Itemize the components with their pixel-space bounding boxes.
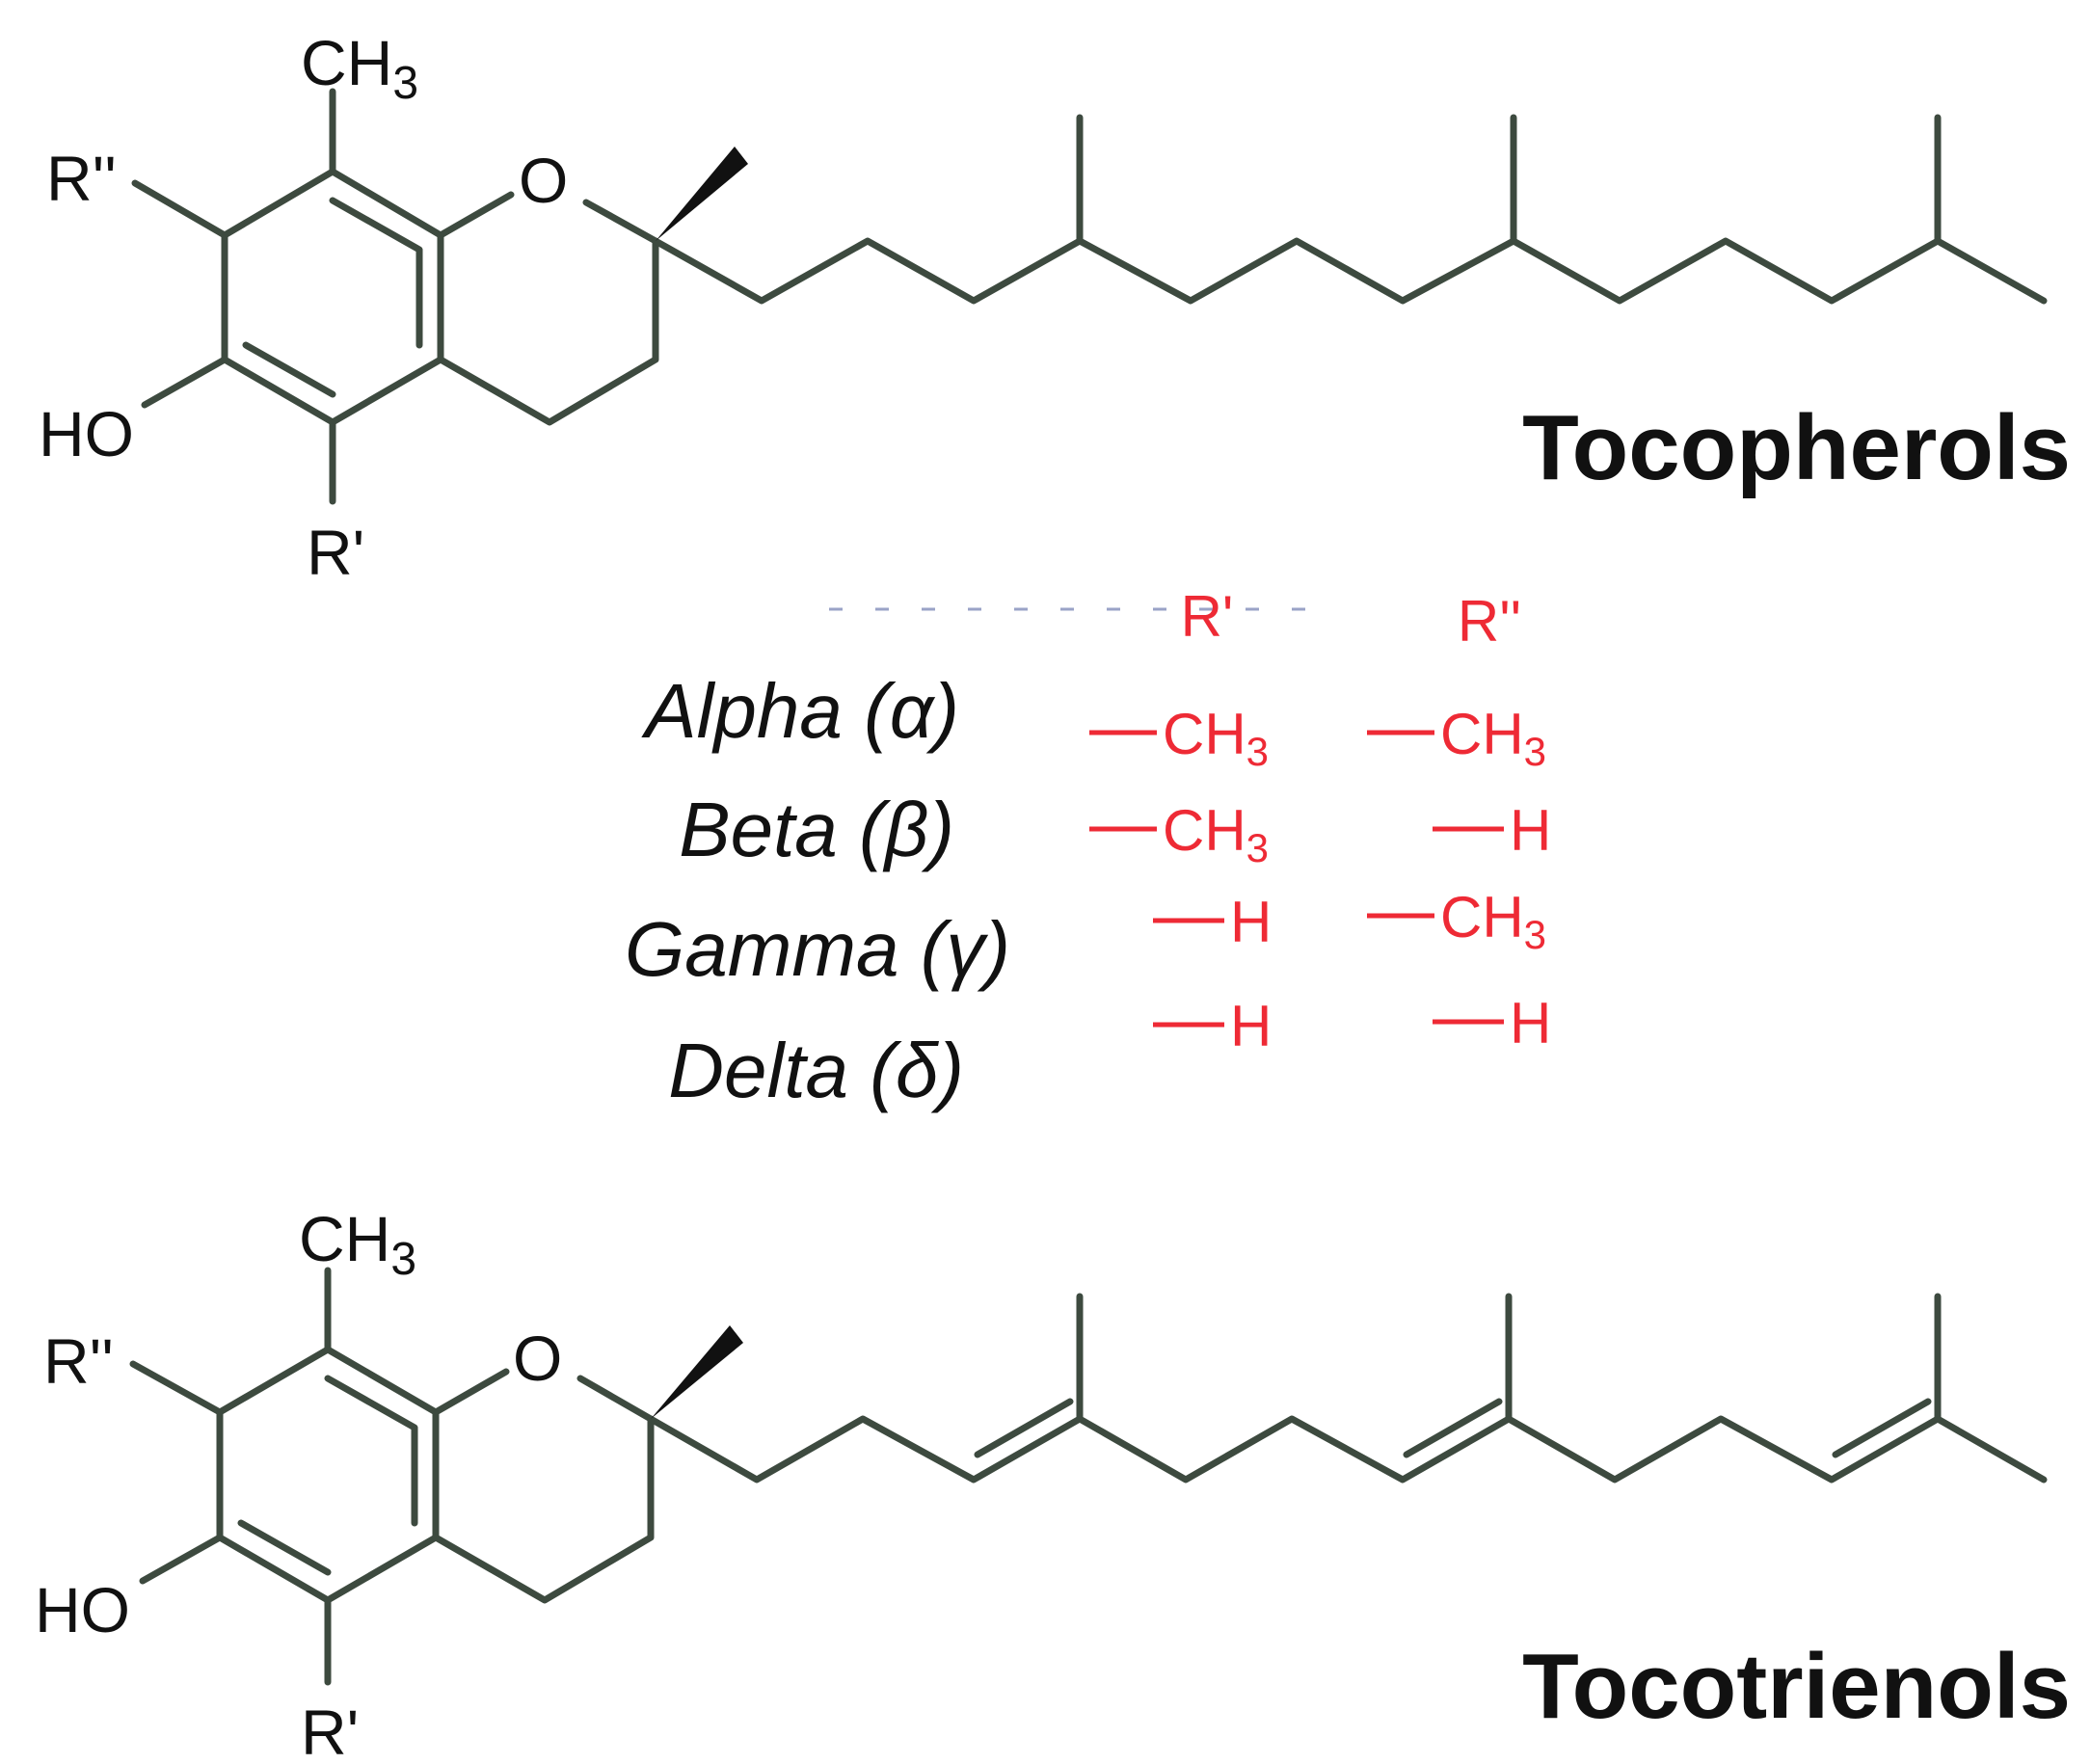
- svg-text:CH3: CH3: [1440, 702, 1546, 774]
- tocotrienol-structure: CH3 R'' O HO R' Tocotrienols: [35, 1203, 2071, 1764]
- gamma-r-prime: H: [1153, 890, 1272, 954]
- svg-text:CH3: CH3: [1440, 885, 1546, 957]
- beta-r-double-prime: H: [1433, 798, 1551, 863]
- delta-r-prime: H: [1153, 994, 1272, 1058]
- tocotrienol-hydroxyl-label: HO: [35, 1574, 130, 1645]
- form-delta: Delta (δ): [668, 1028, 964, 1113]
- form-beta: Beta (β): [679, 787, 954, 872]
- form-alpha: Alpha (α): [641, 668, 959, 754]
- tocotrienol-bonds: [129, 1267, 2048, 1686]
- tocopherol-r-prime-label: R': [307, 517, 364, 588]
- delta-r-double-prime: H: [1433, 991, 1551, 1056]
- svg-text:CH3: CH3: [1163, 798, 1269, 870]
- tocopherol-ch3-label: CH3: [301, 27, 418, 109]
- tocopherol-bonds: [131, 88, 2048, 505]
- beta-r-prime: CH3: [1089, 798, 1269, 870]
- tocopherol-hydroxyl-label: HO: [39, 398, 134, 469]
- substituent-table: R' R'' Alpha (α) Beta (β) Gamma (γ) Delt…: [625, 584, 1551, 1113]
- tocotrienol-oxygen-label: O: [513, 1323, 562, 1394]
- svg-text:H: H: [1230, 890, 1272, 954]
- tocotrienols-title: Tocotrienols: [1522, 1635, 2071, 1738]
- form-gamma: Gamma (γ): [625, 906, 1010, 992]
- tocotrienol-r-double-prime-label: R'': [43, 1325, 114, 1397]
- alpha-r-prime: CH3: [1089, 702, 1269, 774]
- alpha-r-double-prime: CH3: [1367, 702, 1546, 774]
- svg-text:H: H: [1510, 798, 1551, 863]
- svg-text:H: H: [1510, 991, 1551, 1056]
- tocopherols-title: Tocopherols: [1522, 396, 2071, 499]
- tocotrienol-r-prime-label: R': [301, 1697, 359, 1764]
- header-r-double-prime: R'': [1458, 589, 1521, 654]
- tocopherol-structure: CH3 R'' O HO R' Tocopherols: [39, 27, 2071, 588]
- tocopherol-oxygen-label: O: [519, 145, 568, 216]
- svg-text:H: H: [1230, 994, 1272, 1058]
- svg-text:CH3: CH3: [1163, 702, 1269, 774]
- gamma-r-double-prime: CH3: [1367, 885, 1546, 957]
- header-r-prime: R': [1181, 584, 1234, 649]
- tocopherol-r-double-prime-label: R'': [46, 143, 117, 214]
- tocotrienol-ch3-label: CH3: [299, 1203, 416, 1285]
